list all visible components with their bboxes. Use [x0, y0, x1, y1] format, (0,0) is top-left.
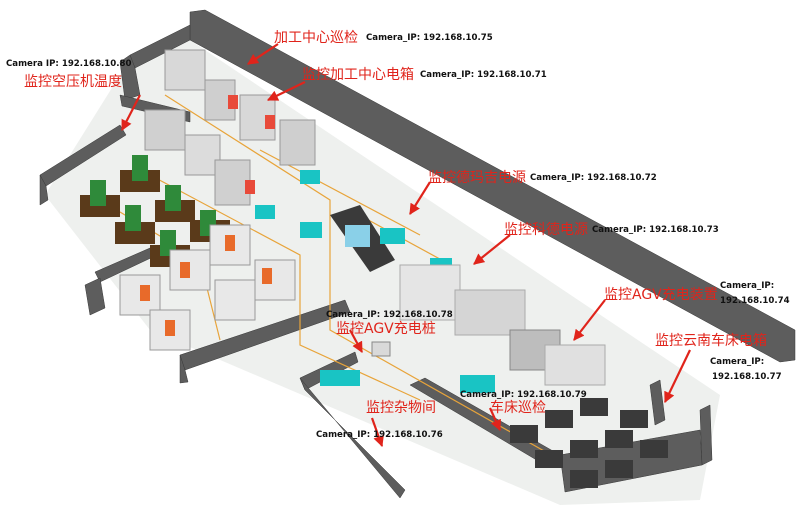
label-lathe-patrol-title: 车床巡检	[490, 399, 546, 416]
label-dematic-power-title: 监控德玛吉电源	[428, 170, 526, 186]
label-yunnan-lathe-cabinet-ip-line2: 192.168.10.77	[712, 372, 782, 382]
label-air-compressor-title: 监控空压机温度	[24, 74, 122, 90]
label-kede-power-title: 监控科德电源	[504, 222, 588, 238]
label-storage-room-title: 监控杂物间	[366, 400, 436, 416]
small-machines	[119, 224, 296, 351]
label-agv-charger-device-ip-line2: 192.168.10.74	[720, 296, 790, 306]
label-kede-power-ip: Camera_IP: 192.168.10.73	[592, 225, 719, 235]
label-air-compressor-ip: Camera IP: 192.168.10.80	[6, 59, 131, 69]
label-storage-room-ip: Camera_IP: 192.168.10.76	[316, 430, 443, 440]
label-agv-charging-pile-title: 监控AGV充电桩	[336, 320, 436, 337]
label-machining-center-patrol-title: 加工中心巡检	[274, 30, 358, 46]
agv-charging-pile	[320, 341, 391, 386]
camera-labels: 加工中心巡检 Camera_IP: 192.168.10.75 监控加工中心电箱…	[6, 30, 790, 440]
machining-centers	[144, 49, 320, 219]
lathe-rows	[510, 398, 668, 488]
label-lathe-patrol-ip: Camera_IP: 192.168.10.79	[460, 390, 587, 400]
kede-area	[399, 264, 606, 393]
pointer-arrows	[121, 43, 691, 448]
label-machining-center-cabinet-ip: Camera_IP: 192.168.10.71	[420, 70, 547, 80]
label-machining-center-patrol-ip: Camera_IP: 192.168.10.75	[366, 33, 493, 43]
label-dematic-power-ip: Camera_IP: 192.168.10.72	[530, 173, 657, 183]
label-yunnan-lathe-cabinet-title: 监控云南车床电箱	[655, 332, 767, 349]
label-agv-charger-device-ip-line1: Camera_IP:	[720, 281, 774, 291]
label-machining-center-cabinet-title: 监控加工中心电箱	[302, 67, 414, 83]
label-agv-charger-device-title: 监控AGV充电装置	[604, 287, 718, 303]
label-agv-charging-pile-ip: Camera_IP: 192.168.10.78	[326, 310, 453, 320]
label-yunnan-lathe-cabinet-ip-line1: Camera_IP:	[710, 357, 764, 367]
